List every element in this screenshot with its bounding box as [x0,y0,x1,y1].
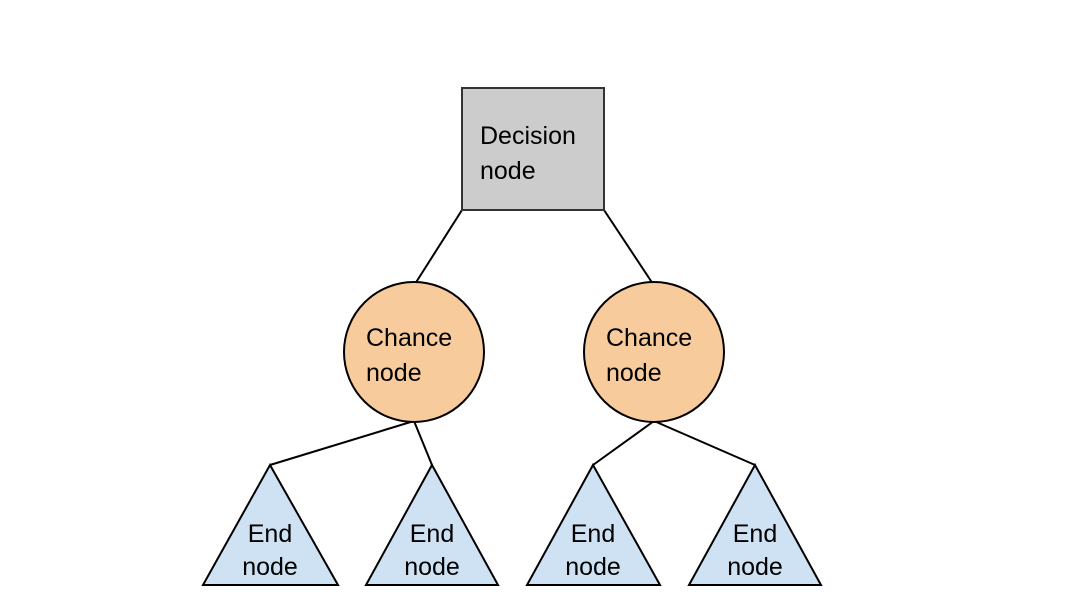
end-node-3-shape[interactable] [525,462,662,586]
end-node-4[interactable]: End node [687,462,823,586]
chance-node-left[interactable]: Chance node [343,281,485,423]
end-node-1-shape[interactable] [201,462,340,586]
edge-chance-right-to-end-4 [653,420,756,466]
decision-node[interactable]: Decision node [461,87,605,211]
chance-node-right-label-line1: Chance [606,324,692,352]
end-node-3[interactable]: End node [525,462,662,586]
end-node-4-label-line2: node [727,553,783,581]
edge-decision-to-chance-right [603,209,654,285]
end-node-4-shape[interactable] [687,462,823,586]
chance-node-left-label-line1: Chance [366,324,452,352]
chance-node-left-label-line2: node [366,359,422,387]
edge-group [269,209,756,466]
end-node-3-label-line1: End [571,520,615,548]
edge-decision-to-chance-left [414,209,463,285]
end-node-2-label-line1: End [410,520,454,548]
end-node-3-label-line2: node [565,553,621,581]
chance-node-right[interactable]: Chance node [583,281,725,423]
edge-chance-left-to-end-2 [413,420,433,466]
end-node-2-shape[interactable] [364,462,500,586]
decision-node-label-line1: Decision [480,122,576,150]
chance-node-left-shape[interactable] [343,281,485,423]
edge-chance-left-to-end-1 [269,420,415,466]
decision-node-shape[interactable] [461,87,605,211]
end-node-1-label-line1: End [248,520,292,548]
chance-node-right-label-line2: node [606,359,662,387]
edge-chance-right-to-end-3 [592,420,655,466]
end-node-1-label-line2: node [242,553,298,581]
end-node-4-label-line1: End [733,520,777,548]
end-node-2-label-line2: node [404,553,460,581]
chance-node-right-shape[interactable] [583,281,725,423]
end-node-1[interactable]: End node [201,462,340,586]
decision-node-label-line2: node [480,157,536,185]
end-node-2[interactable]: End node [364,462,500,586]
